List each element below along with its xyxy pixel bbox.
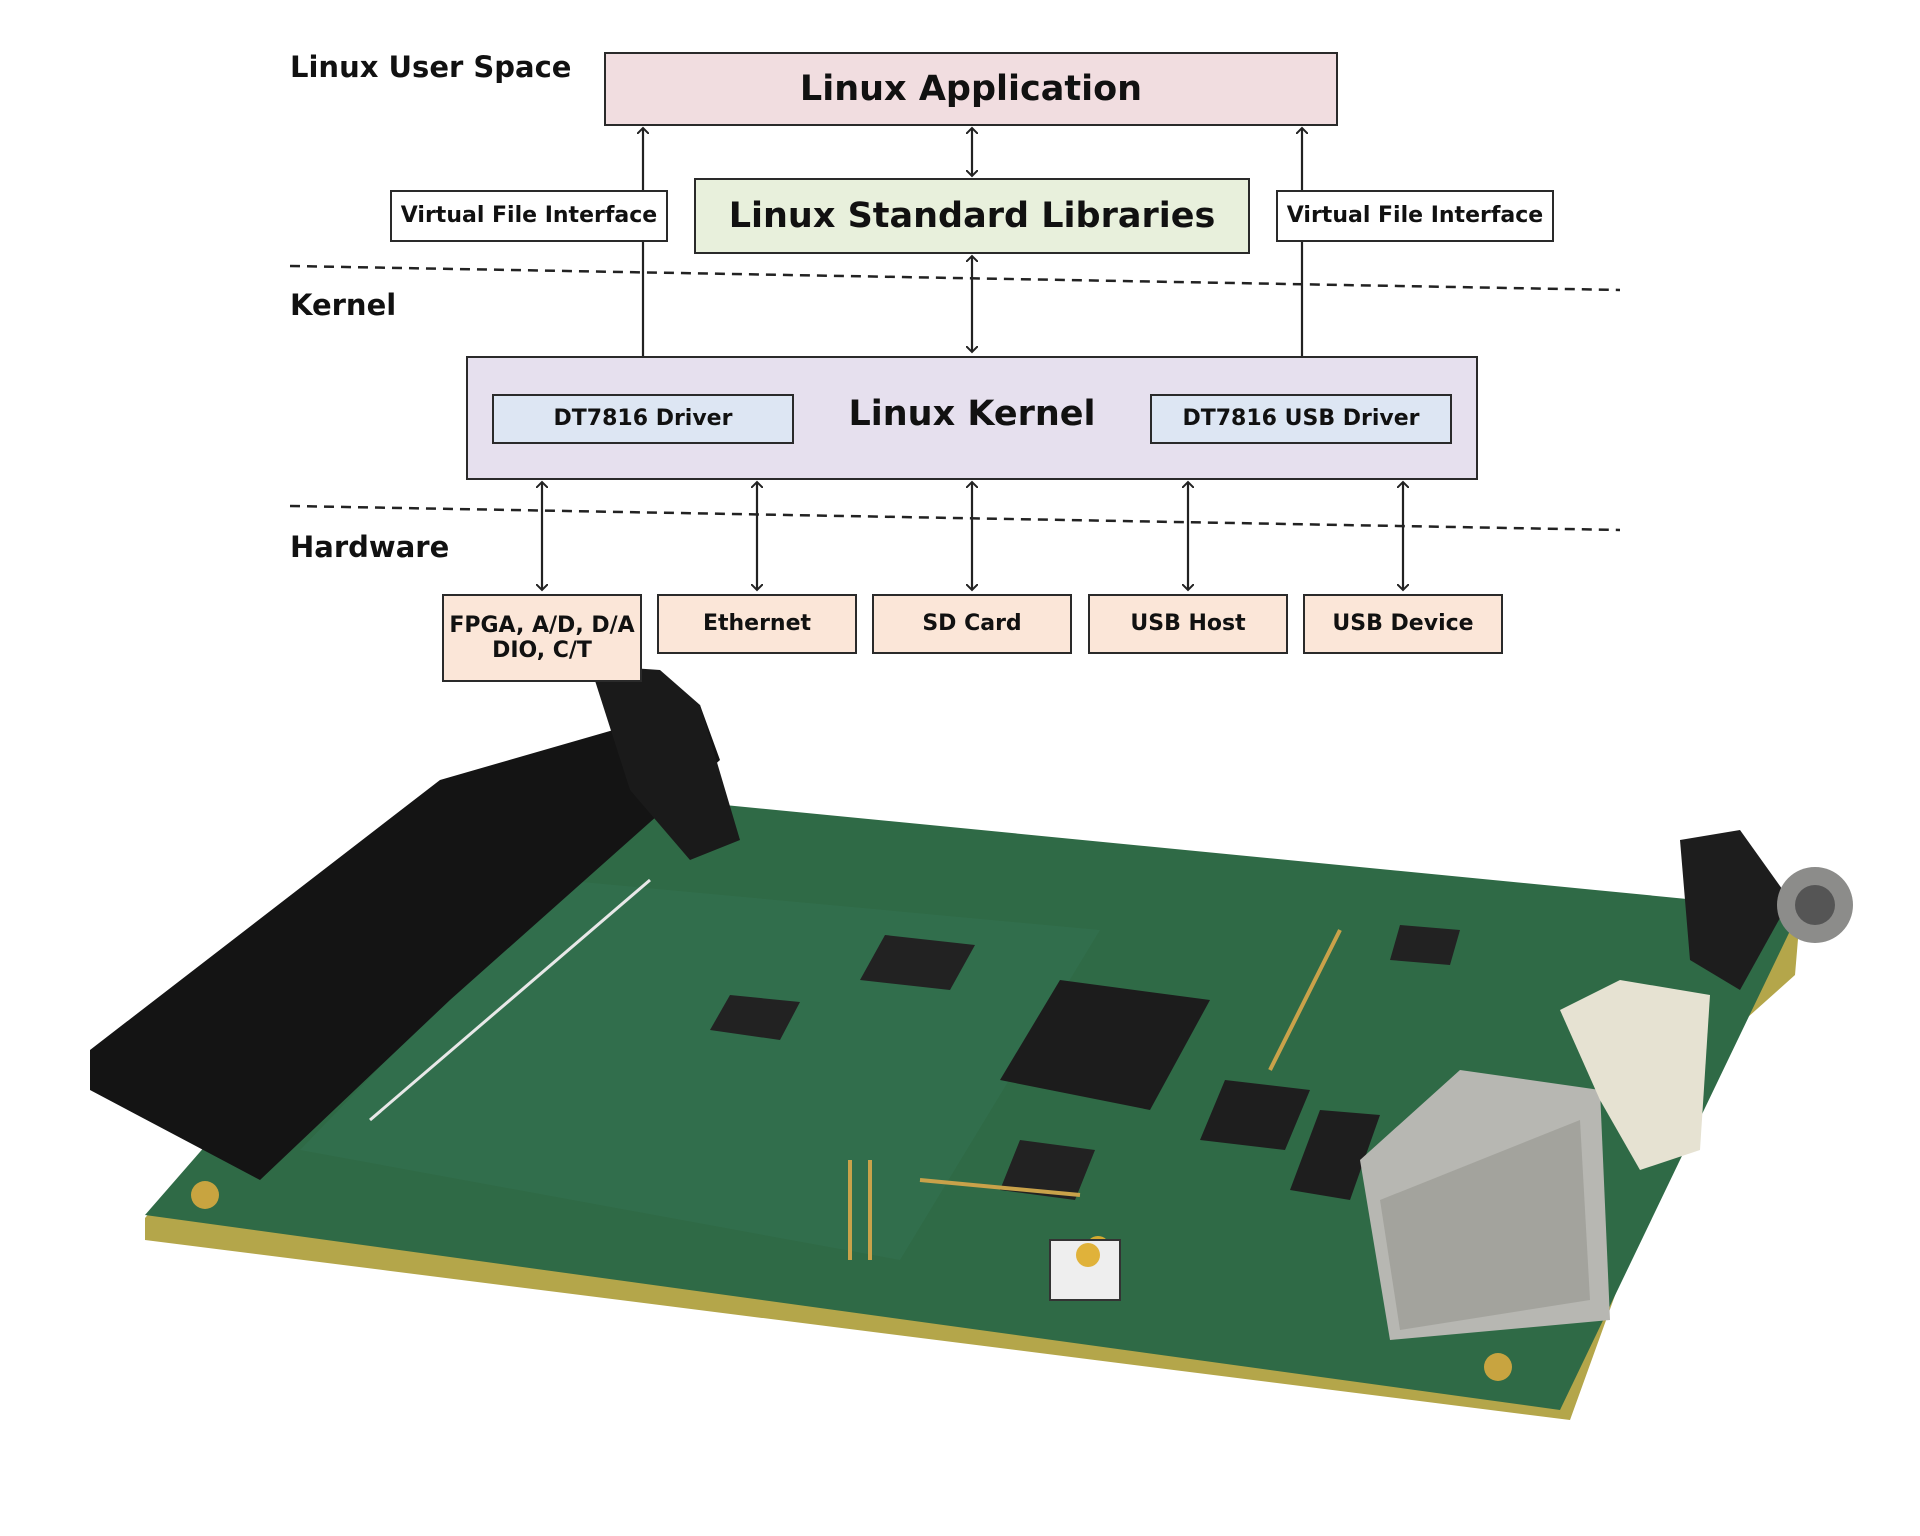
usb-connector (1560, 980, 1710, 1170)
virtual-file-interface-right: Virtual File Interface (1276, 190, 1554, 242)
user-kernel-separator (289, 264, 1621, 292)
kernel-layer-label: Kernel (290, 288, 397, 322)
user-space-label: Linux User Space (290, 50, 572, 84)
hardware-layer-label: Hardware (290, 530, 450, 564)
dt7816-usb-driver-box: DT7816 USB Driver (1150, 394, 1452, 444)
usb-device-hardware-box: USB Device (1303, 594, 1503, 654)
dt7816-driver-box: DT7816 Driver (492, 394, 794, 444)
ethernet-hardware-box: Ethernet (657, 594, 857, 654)
linux-kernel-title: Linux Kernel (848, 394, 1096, 434)
linux-standard-libraries-box: Linux Standard Libraries (694, 178, 1250, 254)
usb-host-hardware-box: USB Host (1088, 594, 1288, 654)
pcb-board-illustration (90, 665, 1853, 1420)
kernel-hardware-separator (289, 504, 1621, 532)
linux-application-box: Linux Application (604, 52, 1338, 126)
fpga-hardware-box: FPGA, A/D, D/A DIO, C/T (442, 594, 642, 682)
fpga-line2: DIO, C/T (492, 638, 592, 663)
ribbon-connector (90, 705, 720, 1180)
virtual-file-interface-left: Virtual File Interface (390, 190, 668, 242)
sd-card-hardware-box: SD Card (872, 594, 1072, 654)
fpga-line1: FPGA, A/D, D/A (449, 612, 635, 638)
fpga-chip (1000, 980, 1210, 1110)
